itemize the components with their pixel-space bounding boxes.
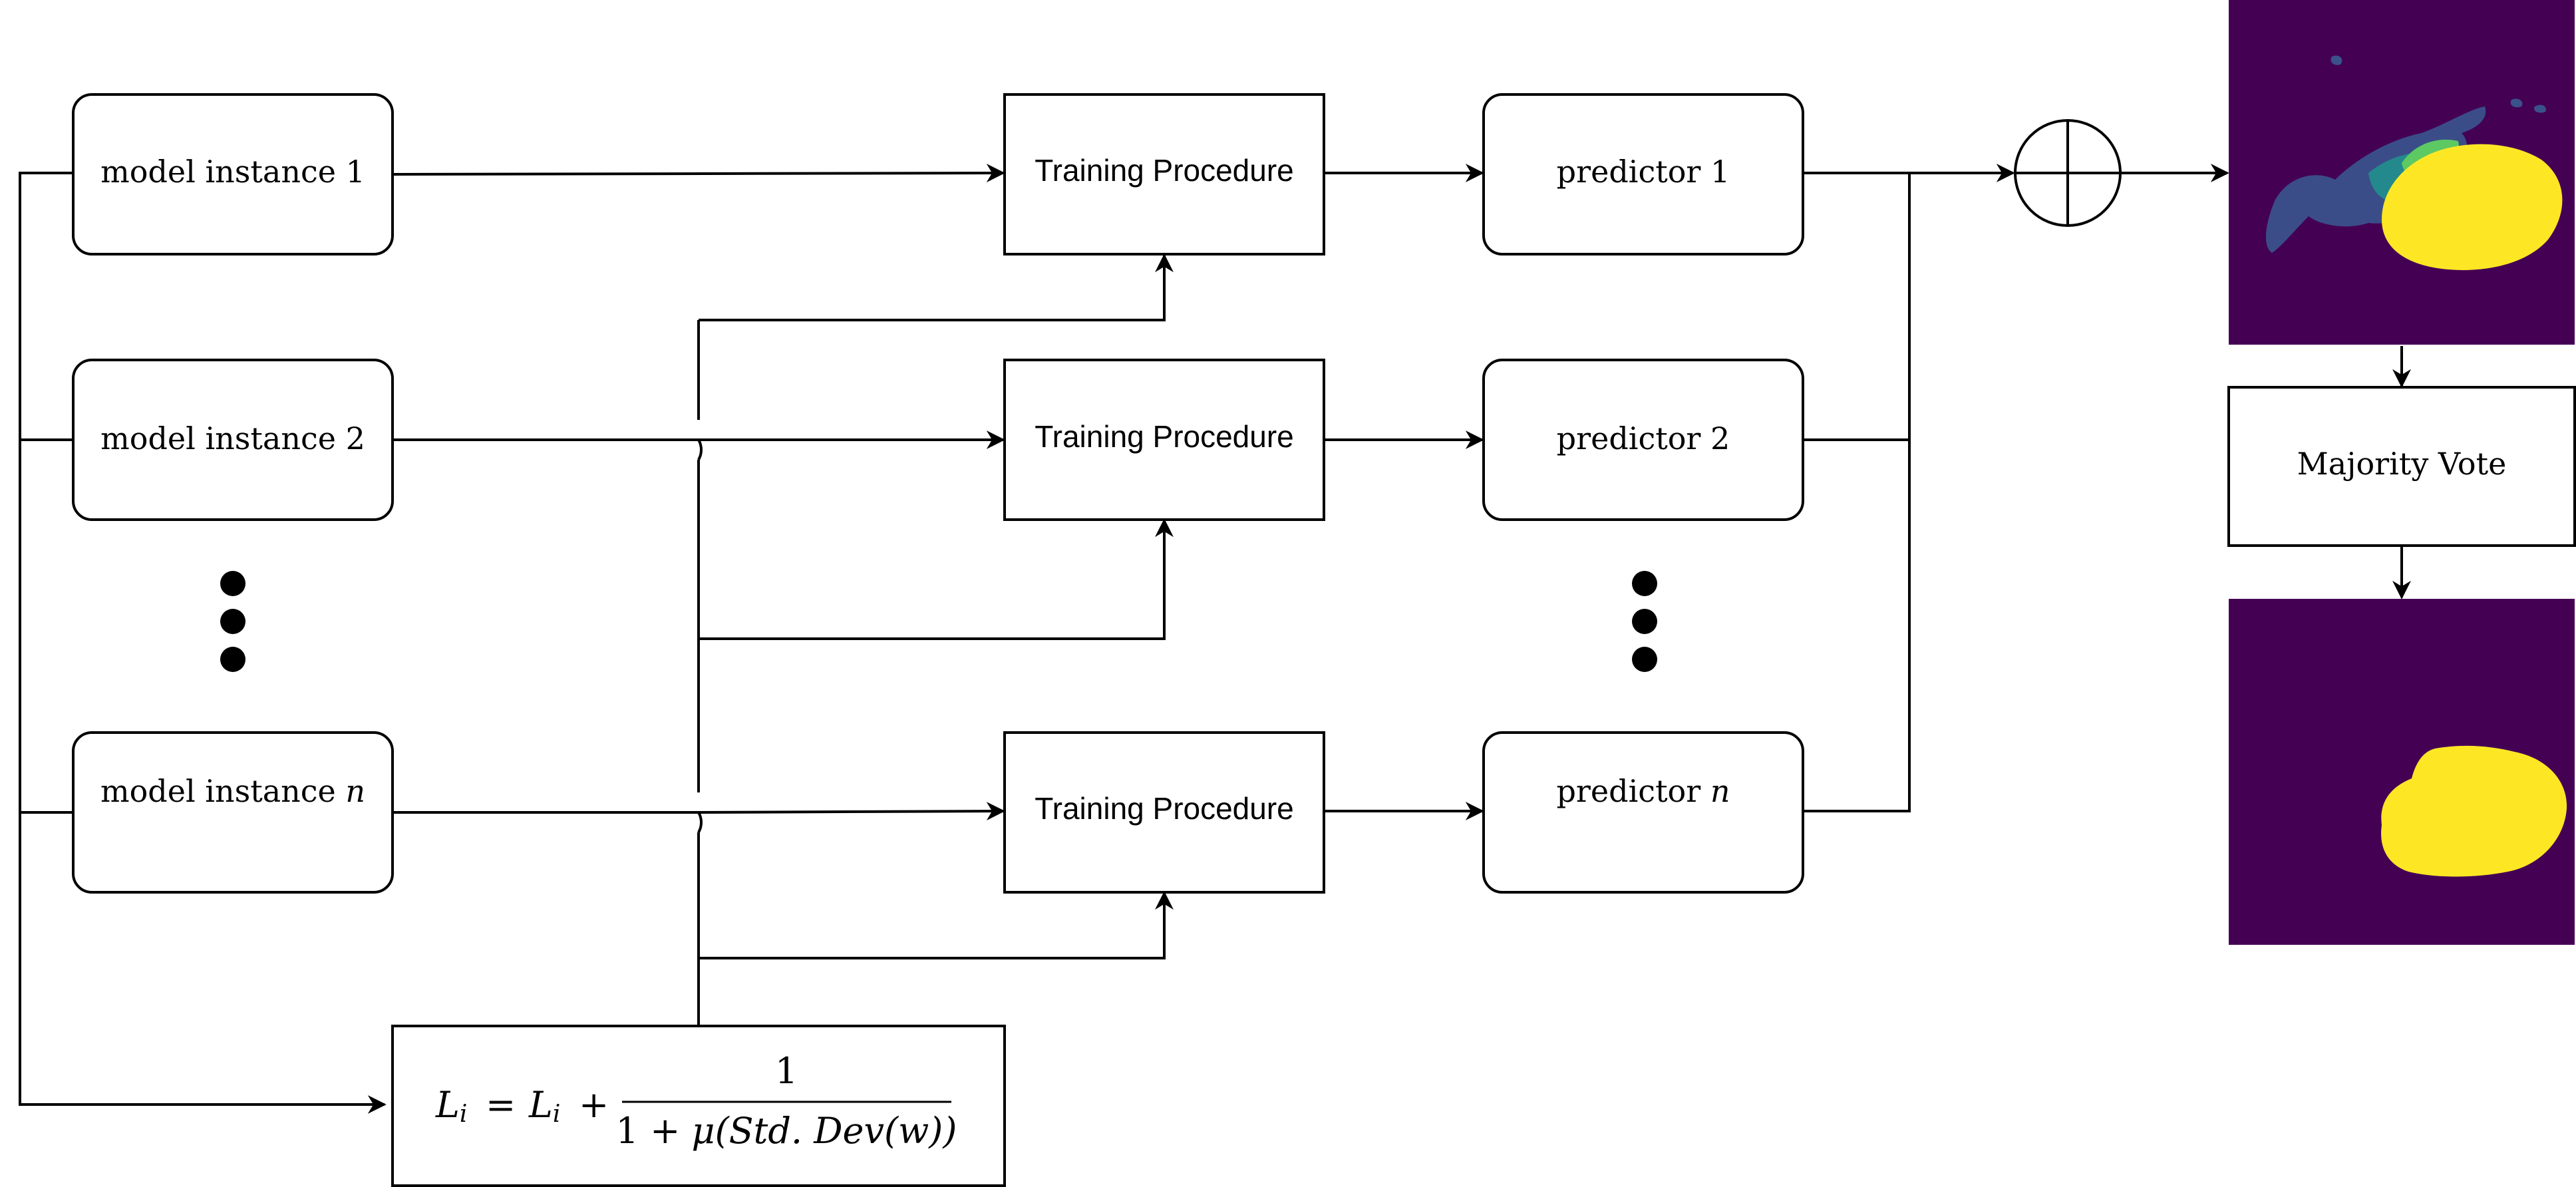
- ensemble-map-region-core: [2382, 144, 2563, 270]
- arrow-modeln-to-trainingn-b: [698, 802, 1005, 821]
- training-procedure-2-box: Training Procedure: [1003, 359, 1325, 521]
- training-procedure-1-label: Training Procedure: [1035, 153, 1294, 188]
- formula-lhs: Li: [435, 1084, 467, 1128]
- bus-to-training2: [699, 518, 1174, 640]
- formula-plus: +: [579, 1084, 609, 1126]
- model-instance-1-label: model instance 1: [100, 154, 365, 190]
- model-instance-n-label: model instance n: [100, 773, 365, 809]
- final-prediction-map: [2229, 599, 2575, 945]
- bus-to-training1: [699, 254, 1174, 321]
- arrow-model1-to-training1: [392, 164, 1005, 183]
- ensemble-prediction-map: [2229, 0, 2575, 345]
- model-instance-1-box: model instance 1: [72, 93, 394, 255]
- predictorn-output: [1803, 173, 1911, 812]
- training-procedure-1-box: Training Procedure: [1003, 93, 1325, 255]
- formula-numerator: 1: [775, 1050, 798, 1092]
- ensemble-map-speckle-3: [2534, 104, 2546, 113]
- predictor-1-label: predictor 1: [1557, 154, 1730, 190]
- ensemble-map-speckle-2: [2510, 98, 2523, 108]
- predictor-ellipsis-dots: [1632, 571, 1657, 672]
- predictor-n-label: predictor n: [1556, 773, 1730, 809]
- loss-formula-box: Li = Li + 1 1 + μ(Std. Dev(w)): [391, 1025, 1006, 1187]
- model-ellipsis-dots: [220, 571, 245, 672]
- predictor-1-box: predictor 1: [1482, 93, 1804, 255]
- predictor-n-box: predictor n: [1482, 731, 1804, 894]
- training-procedure-n-label: Training Procedure: [1035, 791, 1294, 826]
- predictor-2-label: predictor 2: [1557, 421, 1730, 456]
- majority-vote-box: Majority Vote: [2227, 386, 2576, 547]
- bus-to-trainingn: [699, 891, 1174, 959]
- left-bus-line: [19, 172, 387, 1114]
- formula-denominator: 1 + μ(Std. Dev(w)): [616, 1110, 957, 1152]
- final-map-region: [2381, 745, 2567, 877]
- training-procedure-n-box: Training Procedure: [1003, 731, 1325, 894]
- training-procedure-2-label: Training Procedure: [1035, 419, 1294, 454]
- ensemble-map-speckle: [2331, 55, 2342, 65]
- majority-vote-label: Majority Vote: [2297, 446, 2507, 482]
- connector-lines: [19, 164, 2411, 1114]
- predictor-2-box: predictor 2: [1482, 359, 1804, 521]
- formula-rhs-term: Li: [528, 1084, 560, 1128]
- model-instance-2-box: model instance 2: [72, 359, 394, 521]
- model-instance-2-label: model instance 2: [100, 421, 365, 456]
- arrow-model2-to-training2: [393, 438, 703, 460]
- model-instance-n-box: model instance n: [72, 731, 394, 894]
- formula-equals: =: [486, 1084, 516, 1126]
- ensemble-combine-node: [2014, 119, 2122, 227]
- arrow-modeln-to-trainingn: [393, 811, 703, 833]
